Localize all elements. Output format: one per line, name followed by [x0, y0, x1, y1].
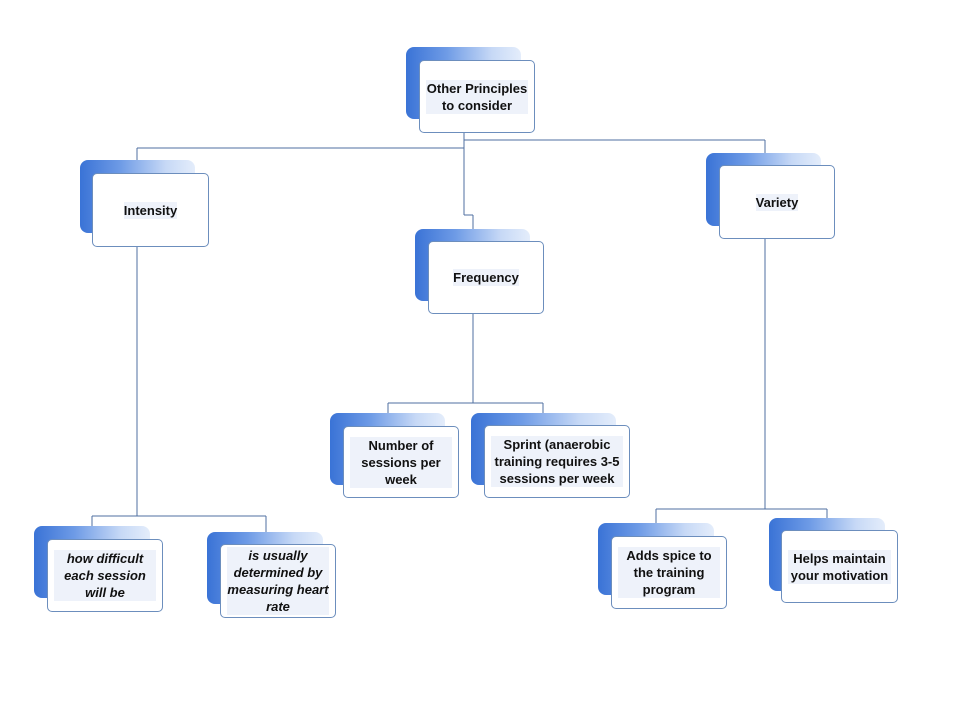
node-variety-child-1-label: Adds spice to the training program: [618, 547, 720, 598]
node-variety-child-2-label: Helps maintain your motivation: [788, 549, 891, 584]
node-intensity-child-2-label: is usually determined by measuring heart…: [227, 547, 329, 615]
node-frequency-label: Frequency: [453, 269, 519, 286]
node-root-label: Other Principles to consider: [426, 79, 528, 114]
node-intensity-child-1-label: how difficult each session will be: [54, 550, 156, 601]
node-intensity-label: Intensity: [123, 201, 178, 219]
node-variety-label: Variety: [755, 193, 799, 211]
node-frequency-child-1-label: Number of sessions per week: [350, 436, 452, 488]
node-frequency-child-2-label: Sprint (anaerobic training requires 3-5 …: [491, 436, 623, 487]
